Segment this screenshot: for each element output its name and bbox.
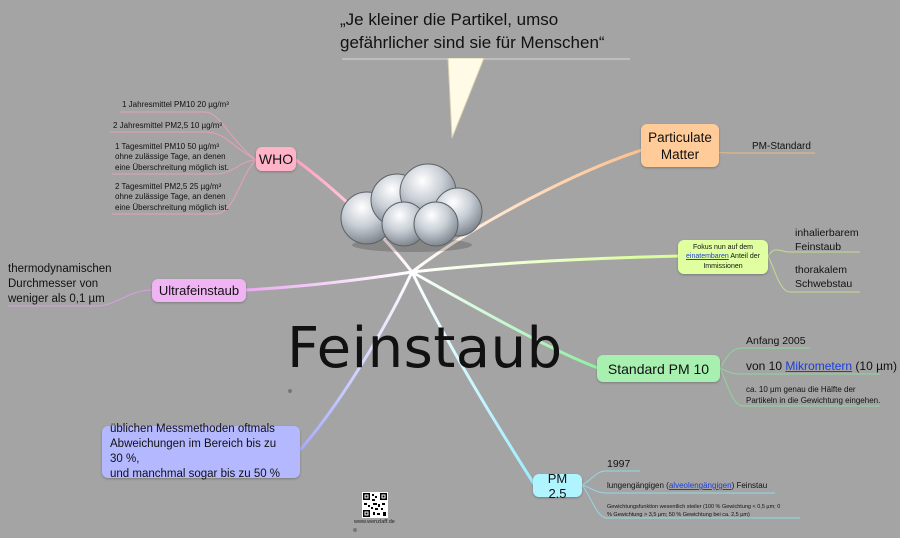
messmethoden-node[interactable]: üblichen Messmethoden oftmals Abweichung… — [102, 423, 300, 480]
mikrometern-link[interactable]: Mikrometern — [785, 359, 853, 373]
branch-pm10 — [411, 270, 599, 370]
who-item-1[interactable]: 1 Jahresmittel PM10 20 µg/m³ — [122, 100, 229, 109]
quote-line-2: gefährlicher sind sie für Menschen“ — [340, 33, 605, 52]
footer-url: www.wenzlaff.de — [354, 519, 395, 525]
branch-messmethoden — [298, 271, 414, 451]
ultrafeinstaub-item[interactable]: thermodynamischen Durchmesser von wenige… — [8, 263, 112, 305]
pm25-note-item[interactable]: Gewichtungsfunktion wesentlich steiler (… — [607, 504, 781, 518]
pm25-label: PM 2.5 — [547, 470, 568, 501]
central-topic[interactable]: Feinstaub — [287, 316, 563, 381]
quote-pointer — [447, 58, 485, 139]
pm25-year-item[interactable]: 1997 — [607, 458, 631, 470]
branch-fokus — [411, 254, 681, 274]
handle-dot — [353, 528, 357, 532]
particulate-matter-node[interactable]: Particulate Matter — [641, 124, 719, 167]
pm-standard-item[interactable]: PM-Standard — [752, 141, 811, 152]
branch-particulate — [411, 148, 643, 274]
quote-text: „Je kleiner die Partikel, umso gefährlic… — [340, 8, 630, 54]
pm10-size-item[interactable]: von 10 Mikrometern (10 µm) — [746, 359, 897, 373]
standard-pm10-label: Standard PM 10 — [607, 360, 710, 377]
einatembaren-link[interactable]: einatembaren — [686, 253, 729, 261]
standard-pm10-node[interactable]: Standard PM 10 — [597, 355, 720, 382]
branch-pm25 — [410, 271, 536, 485]
fokus-item-thorakal[interactable]: thorakalem Schwebstau — [795, 264, 853, 290]
pm10-year-item[interactable]: Anfang 2005 — [746, 335, 806, 347]
fokus-node[interactable]: Fokus nun auf dem einatembaren Anteil de… — [678, 240, 768, 274]
who-item-3[interactable]: 1 Tagesmittel PM10 50 µg/m³ ohne zulässi… — [115, 142, 229, 172]
qr-code-icon — [362, 492, 388, 518]
cloud-icon — [340, 163, 483, 252]
pm10-note-item[interactable]: ca. 10 µm genau die Hälfte der Partikeln… — [746, 385, 881, 405]
who-label: WHO — [258, 151, 294, 167]
quote-line-1: „Je kleiner die Partikel, umso — [340, 10, 559, 29]
ultrafeinstaub-node[interactable]: Ultrafeinstaub — [152, 279, 246, 302]
handle-dot — [288, 389, 292, 393]
pm25-lung-item[interactable]: lungengängigen (alveolengängigen) Feinst… — [607, 481, 768, 490]
fokus-item-inhalierbar[interactable]: inhalierbarem Feinstaub — [795, 227, 859, 253]
ultrafeinstaub-label: Ultrafeinstaub — [158, 283, 240, 298]
who-item-2[interactable]: 2 Jahresmittel PM2,5 10 µg/m³ — [113, 121, 223, 130]
alveolengaengigen-link[interactable]: alveolengängigen — [668, 481, 732, 490]
who-item-4[interactable]: 2 Tagesmittel PM2,5 25 µg/m³ ohne zuläss… — [115, 182, 229, 212]
branch-ultrafeinstaub — [245, 270, 413, 292]
who-node[interactable]: WHO — [256, 147, 296, 171]
pm25-node[interactable]: PM 2.5 — [533, 471, 582, 501]
